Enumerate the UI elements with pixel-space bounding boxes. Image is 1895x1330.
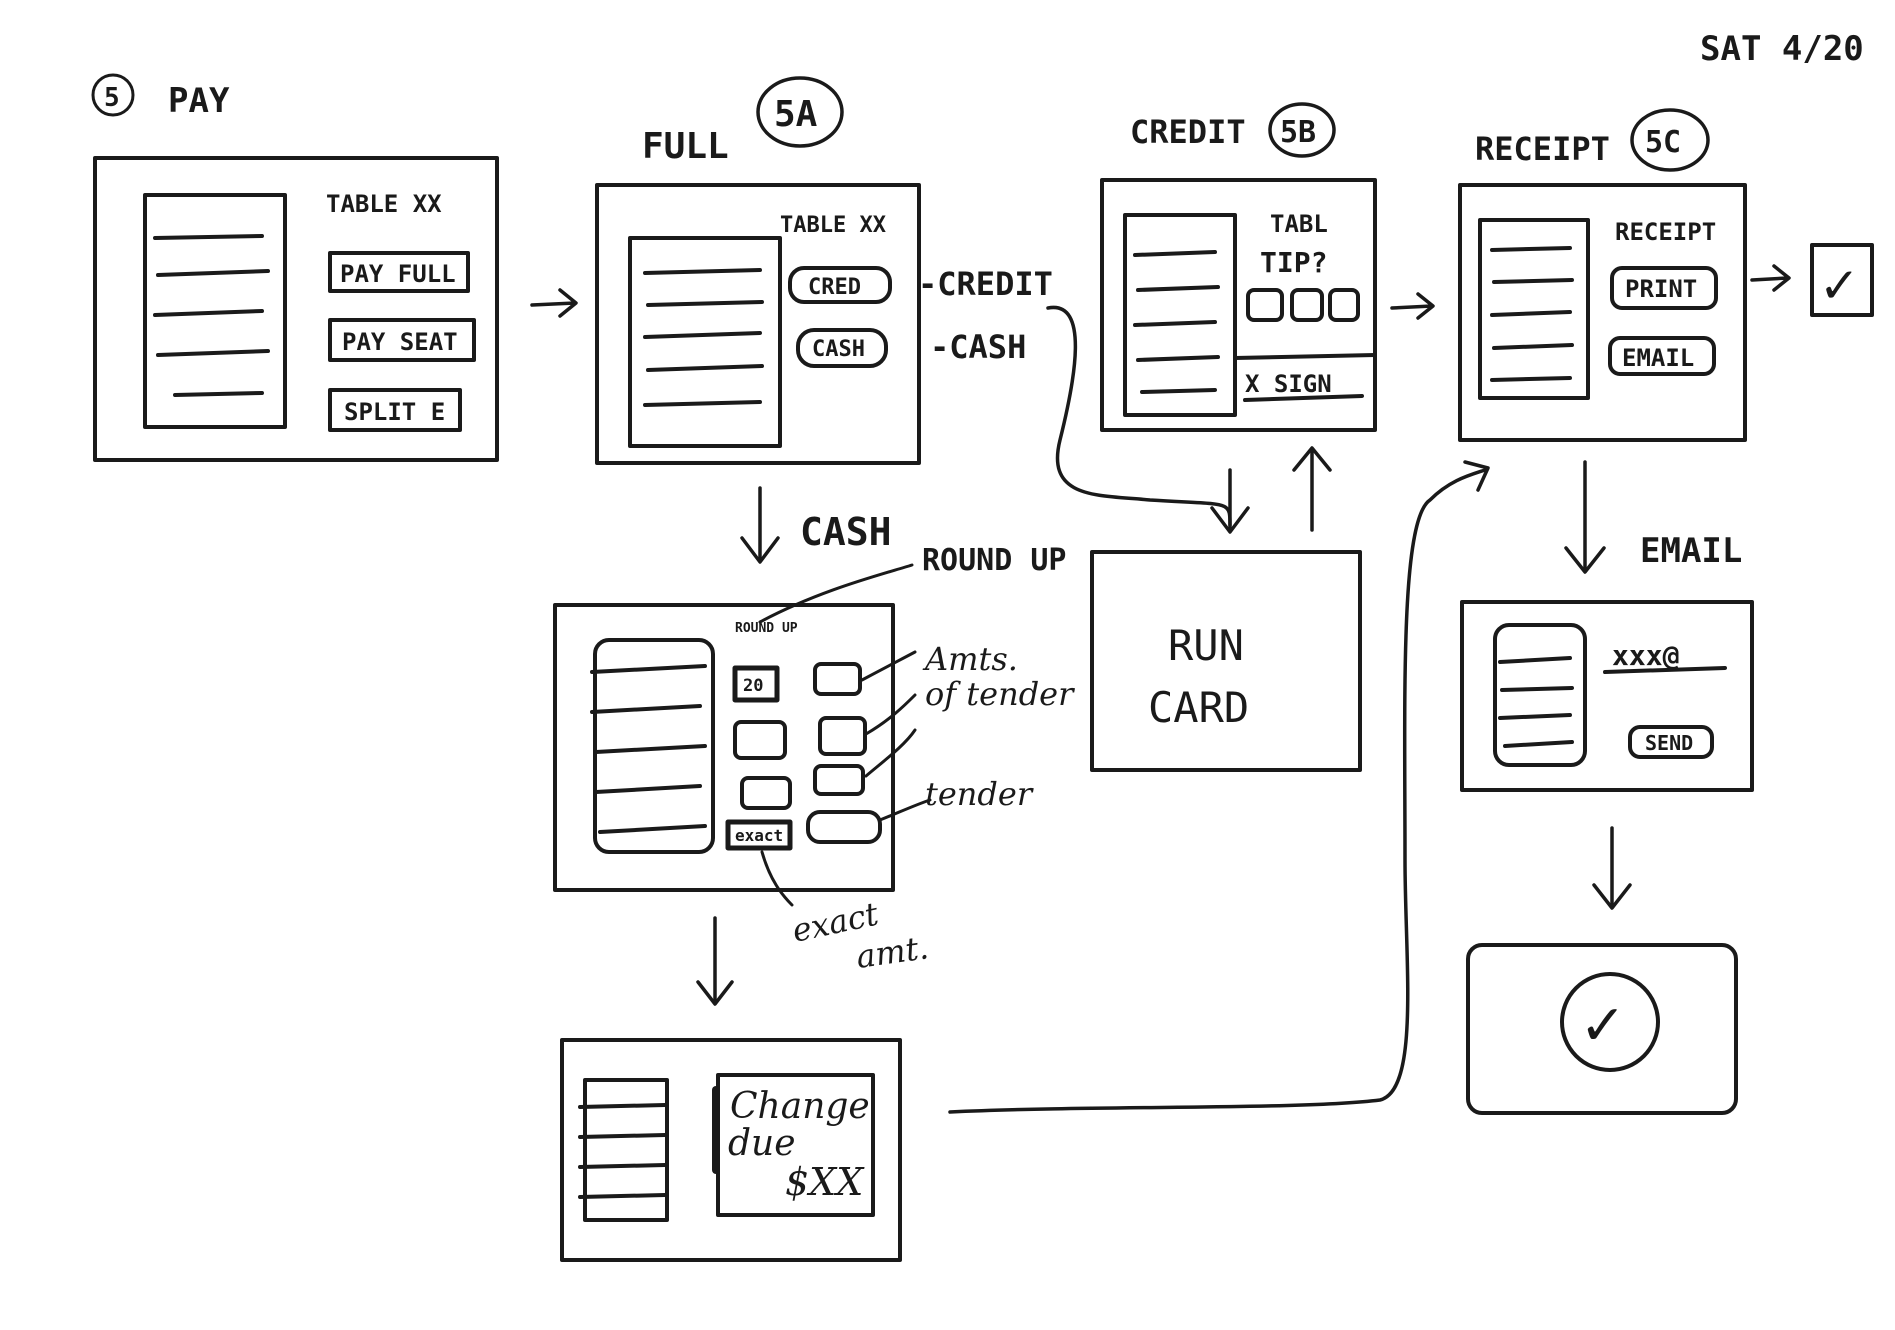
screen-email: xxx@ SEND — [1460, 600, 1754, 792]
change-amount: $XX — [785, 1160, 865, 1204]
annotation-exact-line2: amt. — [854, 928, 931, 976]
table-label: TABLE XX — [326, 190, 442, 218]
arrow-change-to-receipt — [948, 460, 1490, 1114]
credit-title: CREDIT — [1130, 113, 1246, 151]
annotation-tender: tender — [925, 775, 1034, 813]
arrow-receipt-to-done — [1750, 264, 1791, 292]
order-list-panel — [593, 638, 715, 854]
screen-receipt: RECEIPT 5C RECEIPT PRINT EMAIL — [1458, 108, 1747, 442]
full-title: FULL — [642, 126, 729, 167]
date-label: SAT 4/20 — [1700, 29, 1864, 69]
tender-amount-3[interactable] — [818, 716, 867, 756]
email-field-value[interactable]: xxx@ — [1612, 639, 1679, 672]
email-title: EMAIL — [1640, 531, 1742, 571]
tender-button[interactable] — [806, 810, 882, 844]
pay-full-button[interactable] — [328, 251, 470, 293]
screen-done: ✓ — [1466, 943, 1738, 1115]
success-circle — [1560, 972, 1660, 1072]
receipt-heading: RECEIPT — [1615, 218, 1716, 246]
tip-option-3[interactable] — [1328, 288, 1360, 322]
order-list-panel — [1478, 218, 1590, 400]
pay-seat-button[interactable] — [328, 318, 476, 362]
credit-button-label: CRED — [808, 275, 861, 300]
tender-amount-5[interactable] — [813, 764, 865, 796]
signature-line — [1243, 394, 1364, 402]
run-card-line2: CARD — [1148, 683, 1249, 732]
split-label: SPLIT E — [344, 398, 445, 426]
exact-button[interactable] — [725, 819, 793, 851]
table-label: TABLE XX — [780, 213, 886, 238]
screen-run-card: RUN CARD — [1090, 550, 1362, 772]
section-title: PAY — [168, 81, 230, 121]
tip-option-1[interactable] — [1246, 288, 1284, 322]
cash-title: CASH — [800, 510, 892, 554]
tender-amount-4[interactable] — [740, 776, 792, 810]
tender-amount-1[interactable] — [813, 662, 862, 696]
arrow-credit-to-receipt — [1390, 292, 1435, 320]
arrow-pay-to-full — [530, 288, 578, 318]
arrow-full-to-cash — [740, 486, 780, 564]
screen-pay: TABLE XX PAY FULL PAY SEAT SPLIT E — [93, 156, 499, 462]
receipt-badge: 5C — [1645, 125, 1681, 160]
tender-amount-2[interactable] — [733, 720, 787, 760]
arrow-email-to-done — [1592, 826, 1632, 910]
cash-button-label: CASH — [812, 337, 865, 362]
split-button[interactable] — [328, 388, 462, 432]
cash-button[interactable] — [796, 328, 888, 368]
cash-annotations: ROUND UP Amts. of tender tender exact am… — [758, 543, 1075, 976]
tip-label: TIP? — [1260, 246, 1327, 279]
cash-branch-label: -CASH — [930, 328, 1026, 366]
screen-change: Change due $XX — [560, 1038, 902, 1262]
email-label: EMAIL — [1622, 344, 1694, 372]
round-up-small-label: ROUND UP — [735, 621, 798, 636]
page-header: SAT 4/20 5 PAY — [91, 29, 1864, 121]
screen-full: FULL 5A TABLE XX CRED CASH -CREDIT -CASH — [595, 76, 1053, 465]
order-list-panel — [628, 236, 782, 448]
round-up-value: 20 — [743, 676, 763, 696]
full-badge: 5A — [774, 94, 818, 135]
credit-badge: 5B — [1280, 115, 1316, 150]
order-list-panel — [1493, 623, 1587, 767]
receipt-title: RECEIPT — [1475, 130, 1610, 168]
section-number: 5 — [104, 83, 120, 113]
check-icon: ✓ — [1583, 987, 1622, 1061]
arrow-credit-to-run-card — [1046, 305, 1250, 534]
screen-credit: CREDIT 5B TABL TIP? X SIGN — [1100, 102, 1377, 432]
arrow-cash-to-change — [696, 916, 734, 1006]
screen-cash: ROUND UP 20 exact — [553, 603, 895, 892]
send-button[interactable] — [1628, 725, 1714, 759]
order-list-panel — [1123, 213, 1237, 417]
tip-option-2[interactable] — [1290, 288, 1324, 322]
round-up-button[interactable] — [732, 665, 780, 703]
exact-button-label: exact — [735, 826, 783, 845]
arrow-run-card-to-credit — [1292, 446, 1332, 532]
order-list-panel — [583, 1078, 669, 1222]
change-line2: due — [728, 1123, 796, 1164]
pay-full-label: PAY FULL — [340, 260, 456, 288]
credit-branch-label: -CREDIT — [918, 265, 1053, 303]
run-card-line1: RUN — [1168, 621, 1244, 670]
print-button[interactable] — [1610, 266, 1718, 310]
arrow-receipt-to-email — [1564, 460, 1606, 574]
email-button[interactable] — [1608, 336, 1716, 376]
annotation-amounts-line2: of tender — [925, 675, 1075, 713]
annotation-amounts-line1: Amts. — [922, 640, 1018, 678]
table-label: TABL — [1270, 210, 1328, 238]
order-list-panel — [143, 193, 287, 429]
change-line1: Change — [730, 1086, 870, 1127]
pay-seat-label: PAY SEAT — [342, 328, 458, 356]
small-check-icon: ✓ — [1822, 252, 1856, 317]
print-label: PRINT — [1625, 275, 1697, 303]
done-small: ✓ — [1810, 243, 1874, 317]
sign-label: X SIGN — [1245, 370, 1332, 398]
annotation-round-up: ROUND UP — [922, 543, 1067, 578]
credit-button[interactable] — [788, 266, 892, 304]
order-lines — [153, 234, 270, 397]
send-label: SEND — [1645, 731, 1693, 755]
email-field-underline — [1603, 666, 1727, 674]
